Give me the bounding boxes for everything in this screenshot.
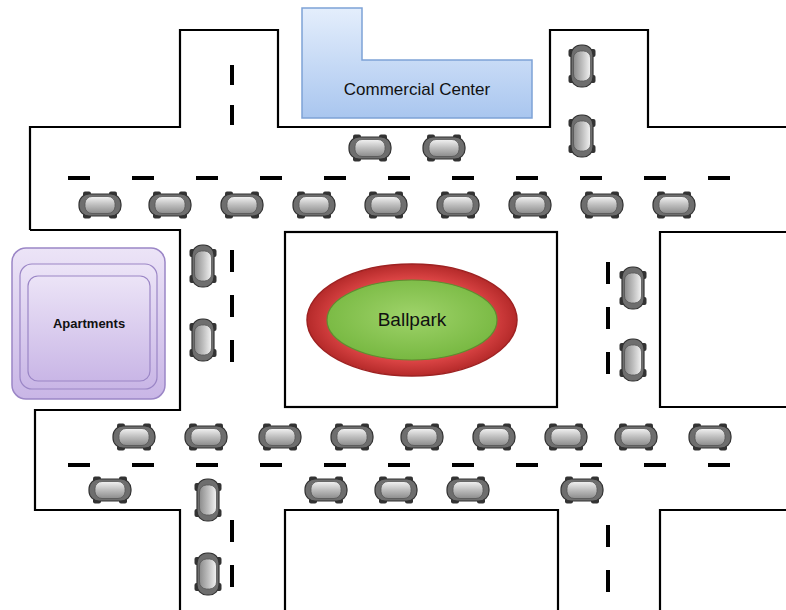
lane-dash	[644, 176, 666, 180]
lane-dash	[388, 463, 410, 467]
car	[195, 479, 222, 521]
lane-dash	[606, 352, 610, 374]
lane-dash	[196, 176, 218, 180]
car	[401, 424, 443, 451]
apartments: Apartments	[10, 246, 168, 402]
lane-dash	[452, 463, 474, 467]
place-label: Apartments	[53, 317, 125, 332]
car	[195, 553, 222, 595]
car	[569, 115, 596, 157]
lane-dash	[516, 463, 538, 467]
car	[185, 424, 227, 451]
car	[293, 192, 335, 219]
lane-dash	[644, 463, 666, 467]
playing-field	[327, 280, 497, 360]
car	[689, 424, 731, 451]
stadium-ring	[307, 264, 517, 376]
ballpark: Ballpark	[305, 262, 519, 378]
lane-dash	[132, 176, 154, 180]
lane-dash	[606, 262, 610, 284]
lane-dash	[606, 570, 610, 592]
lane-dash	[708, 463, 730, 467]
car	[349, 135, 391, 162]
car	[653, 192, 695, 219]
car	[437, 192, 479, 219]
lane-dash	[230, 295, 234, 317]
place-label: Commercial Center	[344, 80, 490, 100]
car	[447, 477, 489, 504]
lane-dash	[260, 463, 282, 467]
lane-dash	[230, 340, 234, 362]
place-label: Ballpark	[378, 309, 447, 331]
car	[473, 424, 515, 451]
lane-dash	[230, 565, 234, 587]
lane-dash	[196, 463, 218, 467]
lane-dash	[452, 176, 474, 180]
lane-dash	[606, 525, 610, 547]
car	[259, 424, 301, 451]
lane-dash	[324, 176, 346, 180]
car	[79, 192, 121, 219]
car	[375, 477, 417, 504]
car	[149, 192, 191, 219]
car	[620, 267, 647, 309]
text-area: Apartments	[30, 276, 148, 372]
building-outline	[302, 8, 532, 118]
lane-dash	[708, 176, 730, 180]
car	[423, 135, 465, 162]
car	[620, 339, 647, 381]
car	[561, 477, 603, 504]
car	[545, 424, 587, 451]
lane-dash	[68, 176, 90, 180]
lane-dash	[580, 463, 602, 467]
text-area: Ballpark	[335, 284, 489, 356]
lane-dash	[230, 250, 234, 272]
lane-dash	[260, 176, 282, 180]
lane-dashes	[68, 65, 730, 592]
car	[581, 192, 623, 219]
lane-dash	[516, 176, 538, 180]
text-area: Commercial Center	[302, 61, 532, 119]
cars	[79, 45, 731, 595]
lane-dash	[68, 463, 90, 467]
commercial-center: Commercial Center	[300, 5, 534, 121]
lane-dash	[230, 65, 234, 85]
car	[509, 192, 551, 219]
lane-dash	[230, 105, 234, 125]
car	[365, 192, 407, 219]
building-outline	[20, 264, 157, 389]
lane-dash	[580, 176, 602, 180]
car	[615, 424, 657, 451]
lane-dash	[324, 463, 346, 467]
lane-dash	[606, 307, 610, 329]
car	[569, 45, 596, 87]
commercial-center-shape	[300, 5, 534, 121]
building-outline	[12, 248, 165, 399]
lane-dash	[230, 520, 234, 542]
car	[190, 245, 217, 287]
lane-dash	[132, 463, 154, 467]
car	[331, 424, 373, 451]
building-outline	[28, 276, 150, 381]
lane-dash	[388, 176, 410, 180]
car	[305, 477, 347, 504]
car	[89, 477, 131, 504]
car	[190, 319, 217, 361]
car	[113, 424, 155, 451]
car	[221, 192, 263, 219]
